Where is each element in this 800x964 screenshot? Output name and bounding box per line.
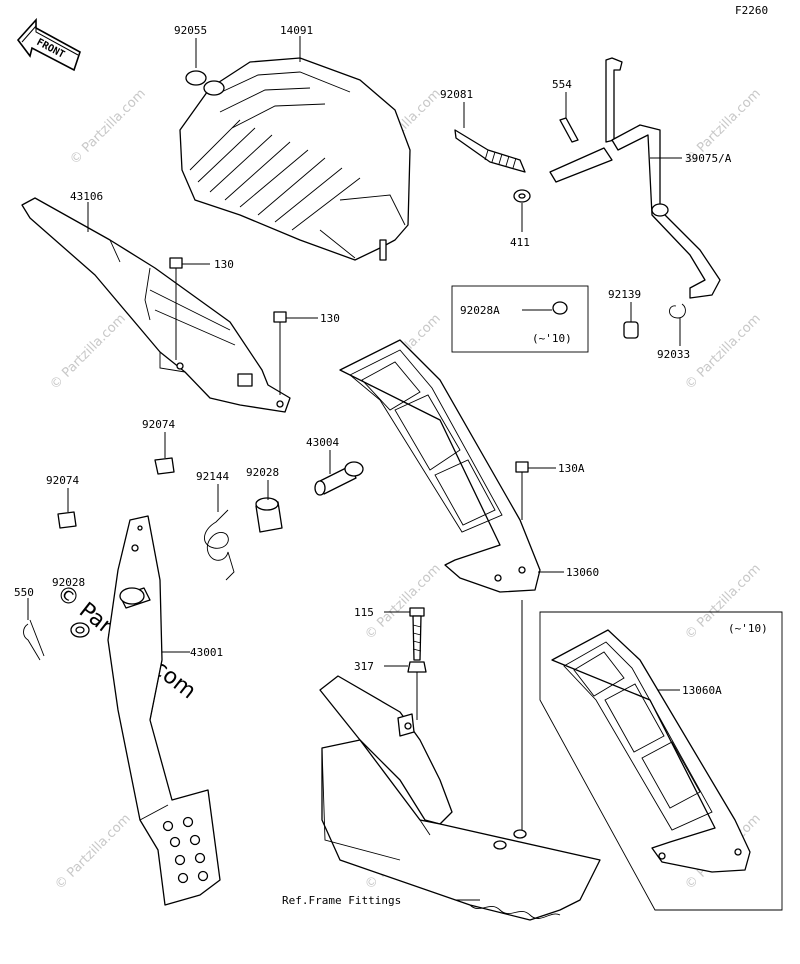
frame-fittings <box>319 600 601 921</box>
label-43106: 43106 <box>70 190 103 203</box>
cap-92074-upper <box>154 432 175 475</box>
label-92028-upper: 92028 <box>246 466 279 479</box>
label-92033: 92033 <box>657 348 690 361</box>
label-92139: 92139 <box>608 288 641 301</box>
cotter-pin-554 <box>559 92 579 143</box>
watermark-small: © Partzilla.com <box>67 86 149 168</box>
clip-92033 <box>669 303 686 346</box>
label-92028A: 92028A <box>460 304 500 317</box>
spring-92144 <box>204 484 235 581</box>
label-130A: 130A <box>558 462 585 475</box>
nut-317 <box>384 661 427 720</box>
o-ring-92055 <box>185 38 207 86</box>
label-92081: 92081 <box>440 88 473 101</box>
pedal-pad-13060 <box>339 339 564 593</box>
label-115: 115 <box>354 606 374 619</box>
label-13060: 13060 <box>566 566 599 579</box>
rod-39075 <box>549 57 721 299</box>
washer-411 <box>513 189 531 232</box>
label-317: 317 <box>354 660 374 673</box>
label-43004: 43004 <box>306 436 339 449</box>
label-39075: 39075/A <box>685 152 732 165</box>
bolt-130-upper <box>169 257 210 360</box>
bolt-130-lower <box>273 311 318 395</box>
label-92028A-note: (~'10) <box>532 332 572 345</box>
label-92055: 92055 <box>174 24 207 37</box>
label-ref-frame: Ref.Frame Fittings <box>282 894 401 907</box>
spring-92081 <box>454 102 526 173</box>
collar-92139 <box>623 302 639 339</box>
label-92074-lower: 92074 <box>46 474 79 487</box>
label-92074-upper: 92074 <box>142 418 175 431</box>
label-43001: 43001 <box>190 646 223 659</box>
bolt-130A <box>515 461 556 520</box>
diagram-code: F2260 <box>735 4 768 17</box>
bushing-92028-lower <box>70 622 90 638</box>
watermark-small: © Partzilla.com <box>47 311 129 393</box>
label-550: 550 <box>14 586 34 599</box>
label-130-lower: 130 <box>320 312 340 325</box>
bushing-92028-upper <box>255 480 283 533</box>
inset-box-13060A <box>539 611 783 911</box>
brake-pedal-43001 <box>107 515 221 906</box>
watermark-small: © Partzilla.com <box>52 811 134 893</box>
watermark-small: © Partzilla.com <box>362 561 444 643</box>
boot-cover-14091 <box>179 36 411 261</box>
inset-box-92028A <box>451 285 589 353</box>
bolt-115 <box>384 607 425 661</box>
front-arrow-icon: FRONT <box>16 17 81 72</box>
cap-92074-lower <box>57 488 77 529</box>
watermark-small: © Partzilla.com <box>682 311 764 393</box>
label-554: 554 <box>552 78 572 91</box>
pin-43004 <box>314 450 364 496</box>
label-411: 411 <box>510 236 530 249</box>
brake-lever-43106 <box>21 197 291 413</box>
label-130-upper: 130 <box>214 258 234 271</box>
label-14091: 14091 <box>280 24 313 37</box>
label-92144: 92144 <box>196 470 229 483</box>
cotter-pin-550 <box>23 598 45 661</box>
label-13060A-note: (~'10) <box>728 622 768 635</box>
label-92028-lower: 92028 <box>52 576 85 589</box>
label-13060A: 13060A <box>682 684 722 697</box>
